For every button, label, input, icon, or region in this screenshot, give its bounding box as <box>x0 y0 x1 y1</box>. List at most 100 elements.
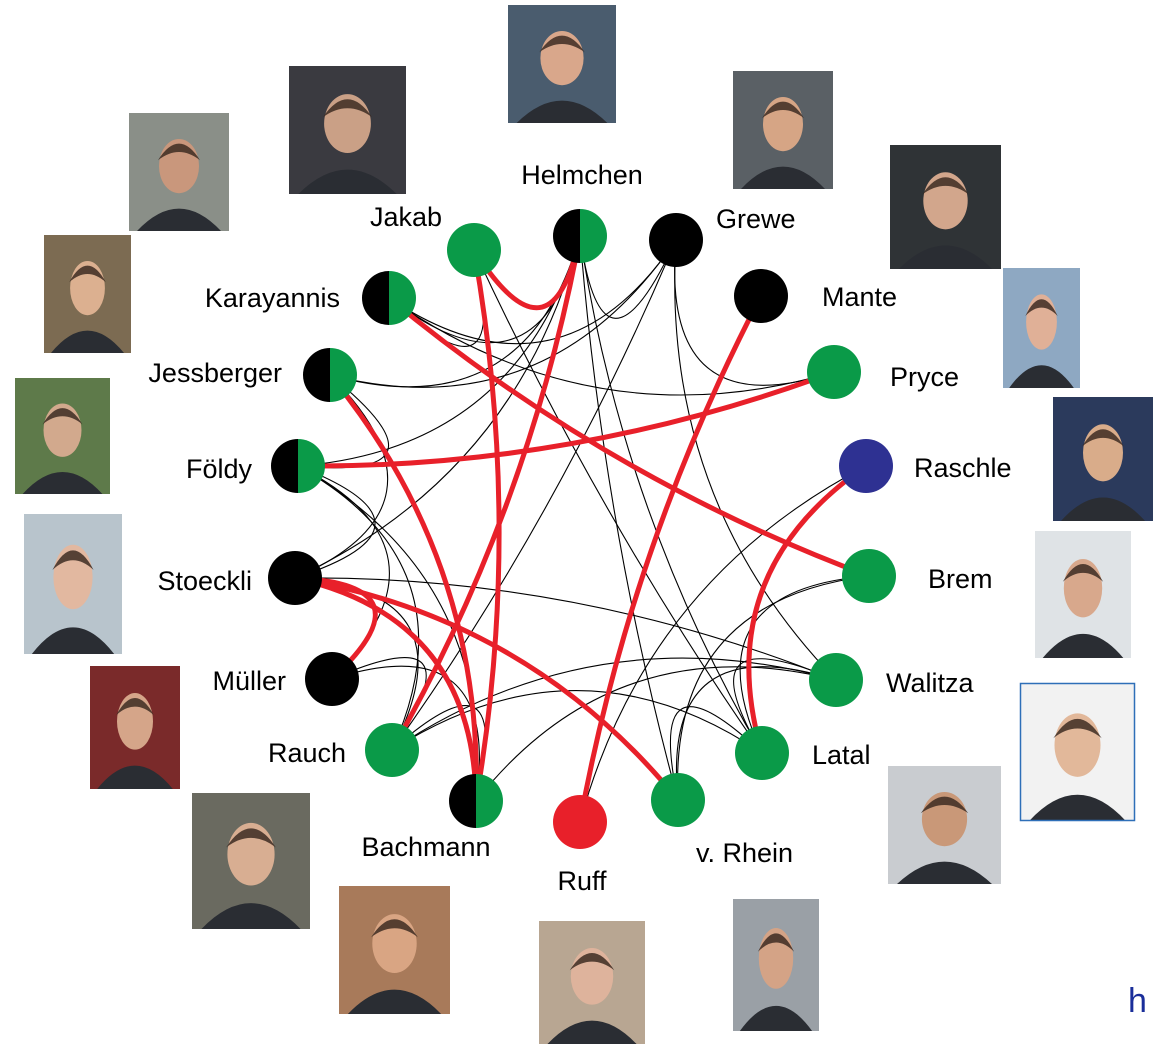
portrait-photos <box>15 5 1153 1044</box>
node-circle <box>839 439 893 493</box>
portrait-photo <box>90 666 180 789</box>
node-circle <box>649 213 703 267</box>
photo-shoulders <box>31 627 115 654</box>
node-left-half <box>449 774 476 828</box>
node-label-rauch: Rauch <box>268 738 346 768</box>
node-foldy[interactable] <box>271 439 325 493</box>
thin-edge <box>579 235 679 801</box>
node-mante[interactable] <box>734 269 788 323</box>
thin-edge <box>391 657 837 751</box>
thin-edge <box>388 297 835 396</box>
node-labels: HelmchenGreweMantePryceRaschleBremWalitz… <box>148 160 1011 896</box>
portrait-photo <box>44 235 131 353</box>
node-right-half <box>389 271 416 325</box>
portrait-photo <box>192 793 310 929</box>
node-circle <box>447 223 501 277</box>
thin-edge <box>733 658 837 754</box>
photo-shoulders <box>347 989 442 1014</box>
photo-shoulders <box>50 330 125 353</box>
node-label-helmchen: Helmchen <box>521 160 643 190</box>
thin-edge <box>294 465 376 579</box>
photo-hair <box>322 99 373 118</box>
node-vrhein[interactable] <box>651 773 705 827</box>
node-brem[interactable] <box>842 549 896 603</box>
node-label-jessberger: Jessberger <box>148 358 282 388</box>
node-label-brem: Brem <box>928 564 993 594</box>
thin-edge <box>579 235 763 754</box>
portrait-photo <box>539 921 645 1044</box>
thin-edge <box>473 249 763 754</box>
node-circle <box>268 551 322 605</box>
thin-edge <box>669 706 763 801</box>
portrait-photo <box>733 899 819 1031</box>
node-latal[interactable] <box>735 726 789 780</box>
node-circle <box>305 652 359 706</box>
photo-hair <box>116 697 154 716</box>
node-rauch[interactable] <box>365 723 419 777</box>
node-pryce[interactable] <box>807 345 861 399</box>
node-jakab[interactable] <box>447 223 501 277</box>
portrait-photo <box>1019 682 1136 822</box>
photo-hair <box>762 101 804 119</box>
node-label-bachmann: Bachmann <box>361 832 490 862</box>
node-stoeckli[interactable] <box>268 551 322 605</box>
node-label-latal: Latal <box>812 740 871 770</box>
node-circle <box>807 345 861 399</box>
thin-edge <box>294 577 837 681</box>
thin-edge <box>579 235 677 319</box>
photo-shoulders <box>137 208 221 231</box>
portrait-photo <box>890 145 1001 269</box>
node-label-ruff: Ruff <box>557 866 607 896</box>
node-muller[interactable] <box>305 652 359 706</box>
portrait-photo <box>1035 531 1131 658</box>
node-label-karayannis: Karayannis <box>205 283 340 313</box>
node-grewe[interactable] <box>649 213 703 267</box>
photo-hair <box>371 919 418 938</box>
portrait-photo <box>508 5 616 123</box>
photo-hair <box>52 550 94 570</box>
node-jessberger[interactable] <box>303 348 357 402</box>
photo-shoulders <box>97 765 173 789</box>
portrait-photo <box>289 66 406 194</box>
thin-edge <box>331 665 480 802</box>
node-raschle[interactable] <box>839 439 893 493</box>
node-circle <box>735 726 789 780</box>
thin-edge <box>391 690 763 754</box>
thick-edges <box>292 233 872 825</box>
photo-hair <box>1053 718 1102 739</box>
portrait-photo <box>15 378 110 494</box>
thick-edge <box>389 233 583 753</box>
thin-edge <box>297 465 420 751</box>
thin-edge <box>676 575 870 801</box>
thin-edge <box>294 374 389 579</box>
node-ruff[interactable] <box>553 795 607 849</box>
node-bachmann[interactable] <box>449 774 503 828</box>
photo-hair <box>539 35 585 53</box>
portrait-photo <box>733 71 833 189</box>
node-karayannis[interactable] <box>362 271 416 325</box>
photo-shoulders <box>201 903 301 929</box>
thin-edge <box>675 666 837 801</box>
node-helmchen[interactable] <box>553 209 607 263</box>
thick-edge <box>577 293 764 825</box>
node-circle <box>809 653 863 707</box>
photo-hair <box>226 828 276 848</box>
photo-shoulders <box>298 169 397 194</box>
thin-edge <box>579 465 867 823</box>
nodes <box>268 209 896 849</box>
thick-edge <box>292 575 479 804</box>
node-label-stoeckli: Stoeckli <box>157 566 252 596</box>
thin-edge <box>294 235 581 579</box>
node-label-foldy: Földy <box>186 454 253 484</box>
photo-shoulders <box>739 1005 813 1031</box>
node-left-half <box>271 439 298 493</box>
portrait-photo <box>1003 268 1080 388</box>
node-left-half <box>303 348 330 402</box>
thin-edge <box>475 666 837 802</box>
portrait-photo <box>888 766 1001 884</box>
node-right-half <box>476 774 503 828</box>
node-walitza[interactable] <box>809 653 863 707</box>
photo-shoulders <box>897 861 992 884</box>
node-label-jakab: Jakab <box>370 202 442 232</box>
photo-hair <box>42 408 83 425</box>
